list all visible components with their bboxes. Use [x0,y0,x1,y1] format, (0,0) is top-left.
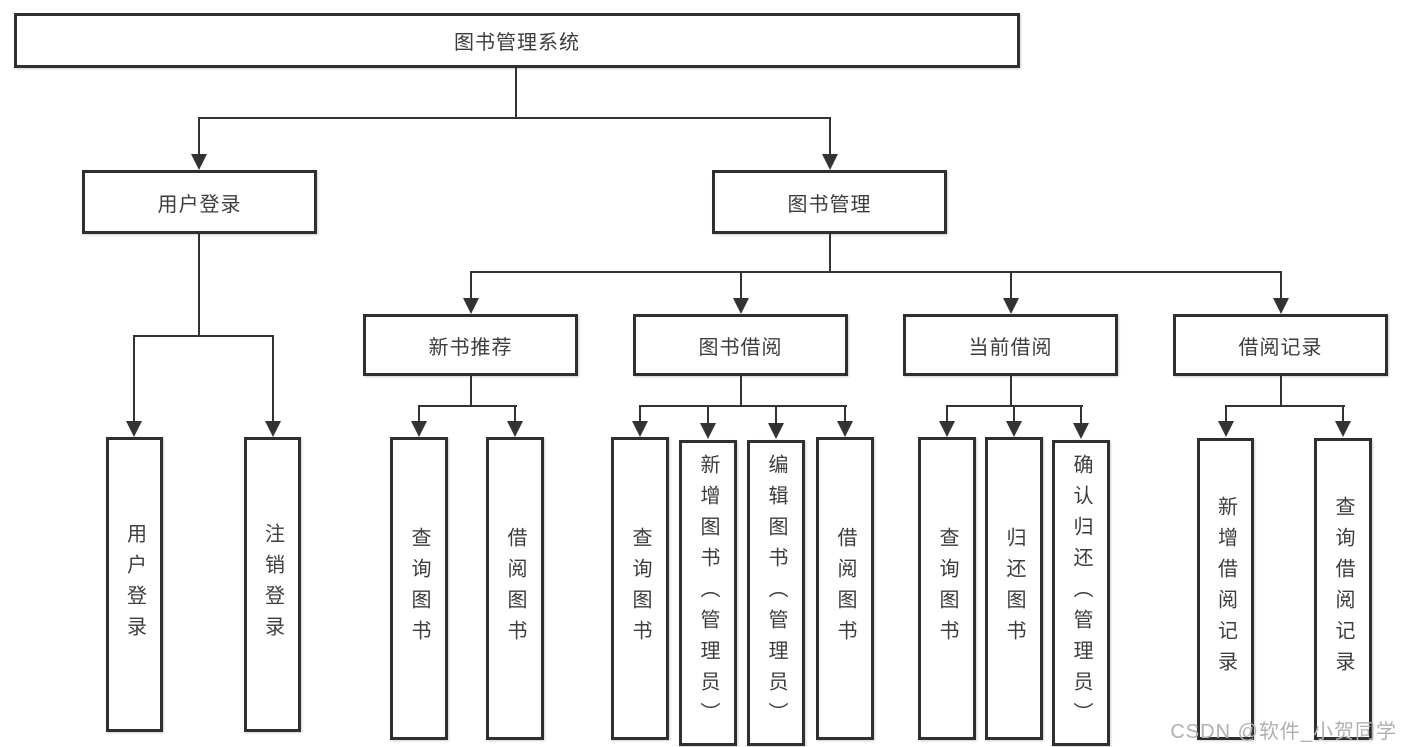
connector-arrow-stem [1225,405,1227,423]
node-label: 借阅图书 [504,526,526,651]
arrow-down-icon [507,421,523,437]
arrow-down-icon [1003,298,1019,314]
node-label: 编辑图书（管理员） [765,453,787,733]
node-book-management: 图书管理 [712,170,947,234]
node-label: 用户登录 [123,522,146,647]
node-label: 图书管理 [787,193,872,216]
node-label: 查询图书 [936,526,958,651]
connector-arrow-stem [1342,405,1344,423]
connector-new-books-hbar [418,405,517,407]
connector-arrow-stem [740,271,742,299]
arrow-down-icon [1335,421,1351,437]
arrow-down-icon [733,298,749,314]
arrow-down-icon [1218,421,1234,437]
node-label: 确认归还（管理员） [1070,453,1092,733]
node-label: 查询图书 [629,526,651,651]
node-current-borrowing: 当前借阅 [903,314,1118,376]
connector-root-stem [515,68,517,119]
connector-book-mgmt-hbar [470,271,1282,273]
arrow-down-icon [1273,298,1289,314]
arrow-down-icon [837,421,853,437]
arrow-down-icon [768,423,784,439]
connector-current-borrow-stem [1010,376,1012,407]
connector-borrow-records-hbar [1225,405,1345,407]
arrow-down-icon [1006,421,1022,437]
node-book-borrowing: 图书借阅 [633,314,848,376]
connector-arrow-stem [946,405,948,423]
connector-new-books-stem [470,376,472,407]
connector-book-borrow-hbar [639,405,847,407]
connector-arrow-stem [1013,405,1015,423]
connector-book-mgmt-stem [829,234,831,273]
node-label: 注销登录 [261,522,284,647]
connector-book-borrow-stem [740,376,742,407]
node-label: 新书推荐 [428,336,513,359]
connector-arrow-stem [844,405,846,423]
leaf-confirm-return-admin: 确认归还（管理员） [1052,440,1110,746]
leaf-return-books: 归还图书 [985,437,1043,740]
node-label: 用户登录 [157,193,242,216]
node-new-book-recommend: 新书推荐 [363,314,578,376]
leaf-query-borrow-record: 查询借阅记录 [1314,438,1372,740]
leaf-query-books: 查询图书 [390,437,448,740]
leaf-query-books: 查询图书 [611,437,669,740]
connector-root-hbar [198,117,831,119]
connector-borrow-records-stem [1280,376,1282,407]
connector-arrow-stem [418,405,420,423]
arrow-down-icon [1073,423,1089,439]
node-label: 当前借阅 [968,336,1053,359]
leaf-borrow-books: 借阅图书 [816,437,874,740]
node-label: 查询图书 [408,526,430,651]
arrow-down-icon [411,421,427,437]
connector-user-login-hbar [133,335,274,337]
leaf-borrow-books: 借阅图书 [486,437,544,740]
arrow-down-icon [822,154,838,170]
connector-arrow-stem [514,405,516,423]
leaf-add-borrow-record: 新增借阅记录 [1197,438,1254,740]
leaf-add-books-admin: 新增图书（管理员） [679,440,737,746]
connector-arrow-stem [1010,271,1012,299]
arrow-down-icon [700,423,716,439]
arrow-down-icon [126,421,142,437]
arrow-down-icon [265,421,281,437]
csdn-watermark: CSDN @软件_小贺同学 [1170,721,1397,743]
leaf-edit-books-admin: 编辑图书（管理员） [747,440,805,746]
connector-arrow-stem [470,271,472,299]
connector-arrow-stem [1080,405,1082,423]
node-label: 新增图书（管理员） [697,453,719,733]
connector-arrow-stem [198,117,200,155]
connector-user-login-stem [198,234,200,337]
connector-arrow-stem [829,117,831,155]
node-label: 图书借阅 [698,336,783,359]
arrow-down-icon [632,421,648,437]
connector-arrow-stem [133,335,135,421]
arrow-down-icon [939,421,955,437]
node-borrow-records: 借阅记录 [1173,314,1388,376]
leaf-query-books: 查询图书 [918,437,976,740]
node-library-management-system: 图书管理系统 [14,13,1020,68]
node-label: 借阅图书 [834,526,856,651]
connector-arrow-stem [639,405,641,423]
node-label: 图书管理系统 [454,32,580,54]
node-label: 查询借阅记录 [1332,496,1354,682]
connector-arrow-stem [1280,271,1282,299]
connector-arrow-stem [707,405,709,423]
arrow-down-icon [463,298,479,314]
node-label: 借阅记录 [1238,336,1323,359]
arrow-down-icon [191,154,207,170]
node-user-login: 用户登录 [82,170,317,234]
node-label: 新增借阅记录 [1214,496,1237,682]
leaf-logout: 注销登录 [244,437,301,732]
leaf-user-login: 用户登录 [106,437,163,732]
connector-arrow-stem [272,335,274,421]
connector-arrow-stem [775,405,777,423]
node-label: 归还图书 [1003,526,1025,651]
